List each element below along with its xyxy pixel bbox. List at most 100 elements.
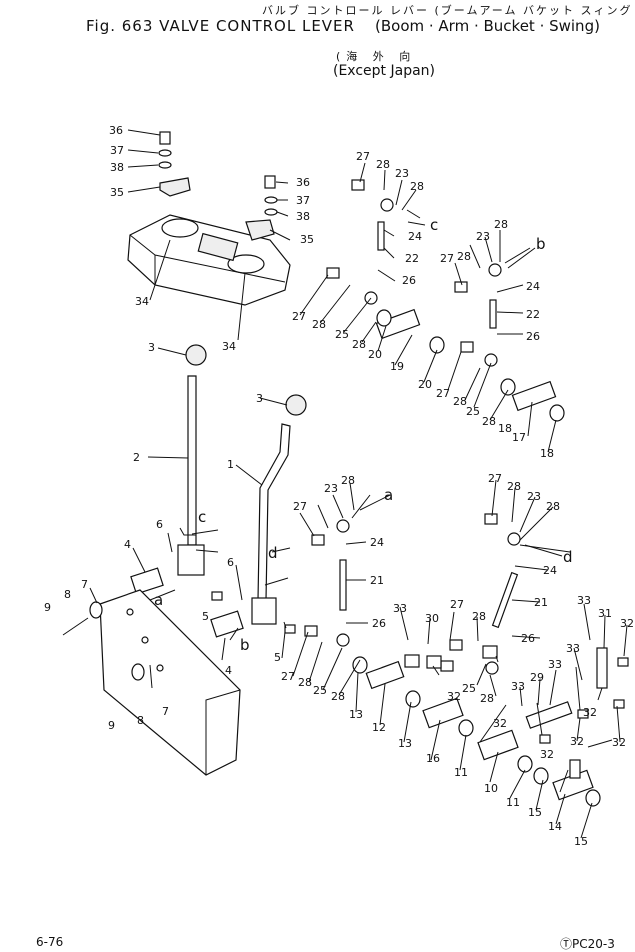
callout-label: 21 — [370, 574, 384, 587]
callout-label: 28 — [312, 318, 326, 331]
callout-label: 28 — [472, 610, 486, 623]
callout-label: 28 — [341, 474, 355, 487]
lever-1-base — [251, 597, 277, 625]
callout-label: 16 — [426, 752, 440, 765]
callout-label: 37 — [296, 194, 310, 207]
mounting-bracket — [62, 589, 241, 776]
callout-label: 8 — [137, 714, 144, 727]
callout-label: 35 — [110, 186, 124, 199]
callout-label: 27 — [281, 670, 295, 683]
callout-label: 28 — [352, 338, 366, 351]
callout-label: 27 — [488, 472, 502, 485]
callout-label: 25 — [462, 682, 476, 695]
callout-label: 22 — [526, 308, 540, 321]
reference-letter-c: c — [198, 508, 206, 526]
callout-label: 7 — [81, 578, 88, 591]
callout-label: 26 — [526, 330, 540, 343]
callout-label: 27 — [440, 252, 454, 265]
callout-label: 3 — [148, 341, 155, 354]
bracket-35-left — [159, 177, 191, 197]
callout-label: 37 — [110, 144, 124, 157]
callout-label: 27 — [450, 598, 464, 611]
callout-label: 28 — [298, 676, 312, 689]
reference-letter-a-lower: a — [384, 486, 393, 504]
callout-label: 13 — [398, 737, 412, 750]
callout-label: 32 — [540, 748, 554, 761]
region-note: (Except Japan) — [333, 63, 435, 79]
knob-3-right — [285, 394, 307, 416]
reference-letter-d: d — [268, 544, 278, 562]
callout-label: 32 — [493, 717, 507, 730]
callout-label: 1 — [227, 458, 234, 471]
callout-label: 27 — [292, 310, 306, 323]
callout-label: 33 — [577, 594, 591, 607]
callout-labels: 36 37 38 35 34 36 37 38 35 34 3 3 2 1 6 … — [44, 124, 634, 848]
callout-label: 18 — [540, 447, 554, 460]
japanese-region-note: (海 外 向 — [336, 50, 417, 63]
callout-label: 25 — [466, 405, 480, 418]
callout-label: 32 — [612, 736, 626, 749]
linkage-upper — [326, 179, 565, 422]
lever-1 — [257, 423, 291, 601]
callout-label: 13 — [349, 708, 363, 721]
callout-label: 25 — [335, 328, 349, 341]
callout-label: 28 — [507, 480, 521, 493]
callout-label: 3 — [256, 392, 263, 405]
callout-label: 23 — [324, 482, 338, 495]
callout-label: 32 — [570, 735, 584, 748]
rod-21-left — [339, 559, 347, 611]
callout-label: 11 — [506, 796, 520, 809]
reference-letter-b: b — [240, 636, 250, 654]
callout-label: 5 — [274, 651, 281, 664]
callout-label: 26 — [402, 274, 416, 287]
callout-label: 2 — [133, 451, 140, 464]
leader-lines — [89, 129, 628, 839]
callout-label: 27 — [293, 500, 307, 513]
callout-label: 28 — [453, 395, 467, 408]
callout-label: 29 — [530, 671, 544, 684]
callout-label: 34 — [135, 295, 149, 308]
callout-label: 28 — [410, 180, 424, 193]
japanese-title: バルブ コントロール レバー (ブームアーム バケット スィング — [262, 4, 633, 17]
callout-label: 12 — [372, 721, 386, 734]
callout-label: 10 — [484, 782, 498, 795]
callout-label: 25 — [313, 684, 327, 697]
callout-label: 20 — [368, 348, 382, 361]
callout-label: 22 — [405, 252, 419, 265]
callout-label: 32 — [447, 690, 461, 703]
callout-label: 28 — [482, 415, 496, 428]
callout-label: 6 — [156, 518, 163, 531]
callout-label: 7 — [162, 705, 169, 718]
callout-label: 36 — [296, 176, 310, 189]
callout-label: 34 — [222, 340, 236, 353]
callout-label: 9 — [108, 719, 115, 732]
model-code: ⓉPC20-3 — [560, 937, 615, 951]
lever-2 — [187, 375, 197, 546]
figure-title: Fig. 663 VALVE CONTROL LEVER — [86, 17, 355, 35]
callout-label: 6 — [227, 556, 234, 569]
linkage-lower — [211, 513, 629, 807]
callout-label: 33 — [511, 680, 525, 693]
callout-label: 28 — [331, 690, 345, 703]
callout-label: 32 — [620, 617, 634, 630]
knob-3-left — [185, 344, 207, 366]
callout-label: 17 — [512, 431, 526, 444]
callout-label: 31 — [598, 607, 612, 620]
callout-label: 32 — [583, 706, 597, 719]
reference-letter-d-lower: d — [563, 548, 573, 566]
callout-label: 33 — [548, 658, 562, 671]
callout-label: 24 — [543, 564, 557, 577]
rod-21-right — [491, 571, 519, 629]
callout-label: 24 — [408, 230, 422, 243]
callout-label: 14 — [548, 820, 562, 833]
callout-label: 24 — [526, 280, 540, 293]
callout-label: 28 — [457, 250, 471, 263]
valve-cover-assembly — [127, 131, 291, 306]
callout-label: 26 — [372, 617, 386, 630]
callout-label: 24 — [370, 536, 384, 549]
callout-label: 38 — [110, 161, 124, 174]
figure-subtitle: (Boom · Arm · Bucket · Swing) — [375, 17, 600, 35]
callout-label: 38 — [296, 210, 310, 223]
callout-label: 5 — [202, 610, 209, 623]
